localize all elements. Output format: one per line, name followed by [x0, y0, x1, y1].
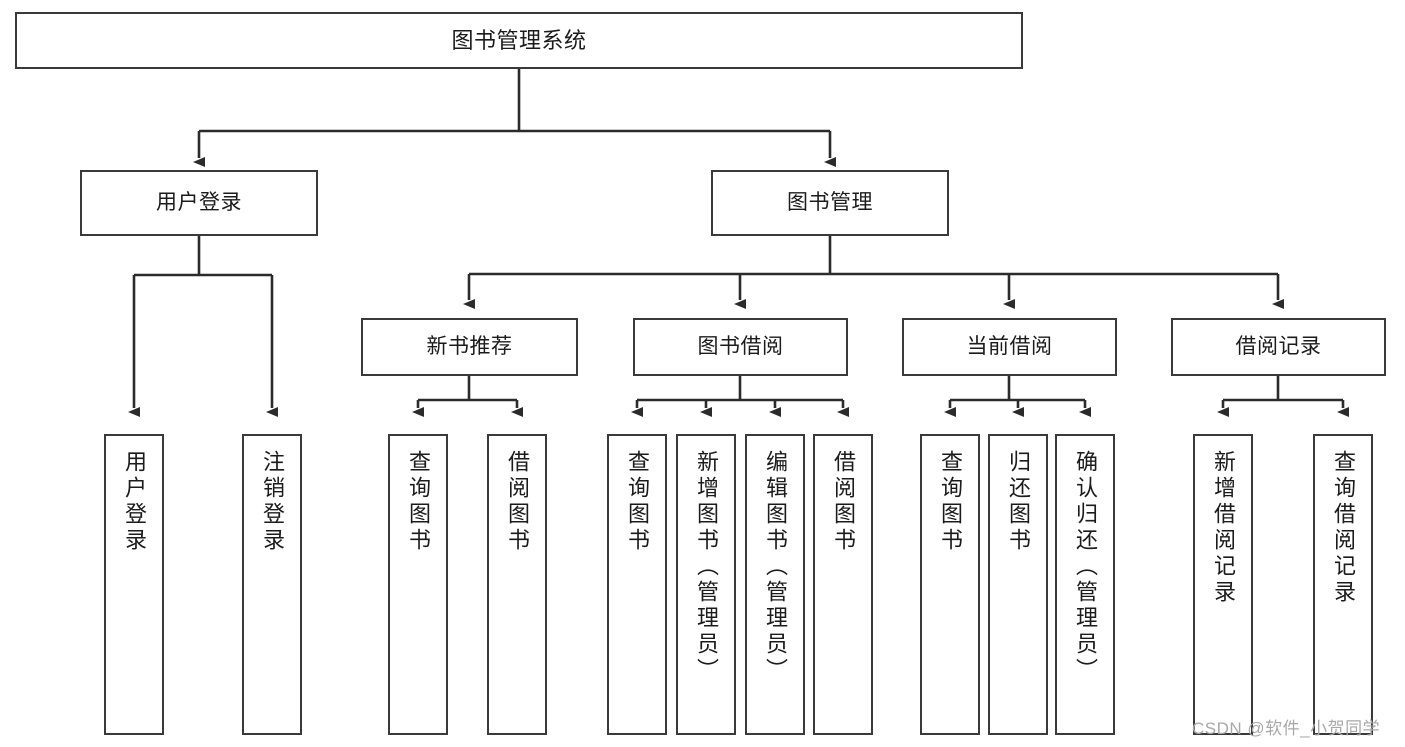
node-label: 借阅图书 [831, 450, 856, 554]
node-leaf-query-book-current[interactable]: 查询图书 [920, 434, 980, 735]
node-user-login[interactable]: 用户登录 [80, 170, 318, 236]
node-label: 查询图书 [625, 450, 650, 554]
node-current-borrow[interactable]: 当前借阅 [902, 318, 1117, 376]
node-label: 用户登录 [122, 450, 147, 554]
node-borrow-record[interactable]: 借阅记录 [1171, 318, 1386, 376]
node-leaf-confirm-return-admin[interactable]: 确认归还（管理员） [1055, 434, 1115, 735]
node-label: 新书推荐 [426, 334, 513, 358]
node-label: 图书借阅 [697, 334, 784, 358]
node-label: 归还图书 [1006, 450, 1031, 554]
node-label: 查询图书 [406, 450, 431, 554]
node-leaf-edit-book-admin[interactable]: 编辑图书（管理员） [745, 434, 805, 735]
node-label: 编辑图书（管理员） [763, 450, 788, 684]
node-leaf-borrow-book[interactable]: 借阅图书 [813, 434, 873, 735]
node-leaf-add-book-admin[interactable]: 新增图书（管理员） [676, 434, 736, 735]
node-label: 用户登录 [156, 190, 242, 214]
node-leaf-user-login[interactable]: 用户登录 [104, 434, 164, 735]
node-leaf-logout[interactable]: 注销登录 [242, 434, 302, 735]
node-leaf-add-borrow-record[interactable]: 新增借阅记录 [1193, 434, 1253, 735]
node-leaf-query-book-borrow[interactable]: 查询图书 [607, 434, 667, 735]
node-label: 确认归还（管理员） [1073, 450, 1098, 684]
node-leaf-borrow-book-recommend[interactable]: 借阅图书 [487, 434, 547, 735]
node-label: 图书管理系统 [451, 27, 587, 53]
node-book-borrow[interactable]: 图书借阅 [633, 318, 848, 376]
node-label: 查询图书 [938, 450, 963, 554]
node-leaf-return-book[interactable]: 归还图书 [988, 434, 1048, 735]
node-leaf-query-borrow-record[interactable]: 查询借阅记录 [1313, 434, 1373, 735]
node-book-management[interactable]: 图书管理 [711, 170, 949, 236]
node-label: 当前借阅 [966, 334, 1053, 358]
watermark-text: CSDN @软件_小贺同学 [1192, 719, 1381, 738]
node-label: 注销登录 [260, 450, 285, 554]
node-root-book-management-system[interactable]: 图书管理系统 [15, 12, 1023, 69]
node-label: 借阅图书 [505, 450, 530, 554]
node-new-book-recommend[interactable]: 新书推荐 [361, 318, 578, 376]
node-leaf-query-book-recommend[interactable]: 查询图书 [388, 434, 448, 735]
node-label: 借阅记录 [1235, 334, 1322, 358]
node-label: 图书管理 [787, 190, 873, 214]
node-label: 新增借阅记录 [1211, 450, 1236, 606]
node-label: 查询借阅记录 [1331, 450, 1356, 606]
node-label: 新增图书（管理员） [694, 450, 719, 684]
